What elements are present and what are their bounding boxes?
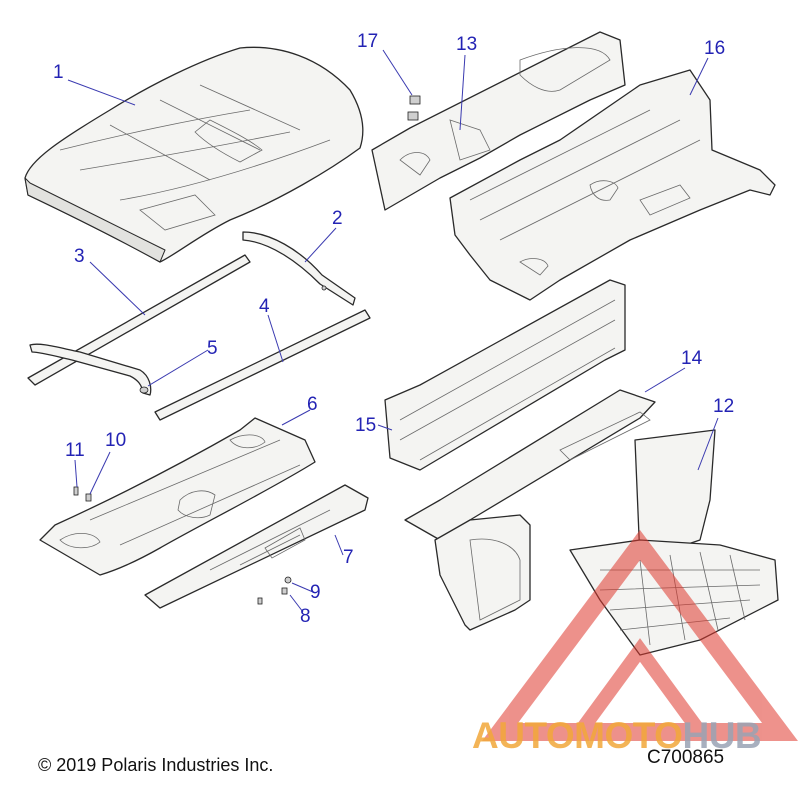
callout-17: 17	[357, 31, 378, 52]
callout-5: 5	[207, 338, 218, 359]
part-crossmember	[404, 389, 656, 631]
callout-numbers: 1 2 3 4 5 6 7 8 9 10 11 12 13 14 15 16 1…	[53, 31, 734, 627]
part-roof	[24, 46, 364, 263]
part-brackets	[407, 95, 421, 121]
callout-13: 13	[456, 34, 477, 55]
watermark-brand-part-b: HUB	[682, 715, 761, 756]
part-dash-panel	[371, 31, 626, 211]
callout-14: 14	[681, 348, 703, 369]
callout-16: 16	[704, 38, 725, 59]
part-floor-firewall	[449, 69, 776, 301]
leader-lines	[67, 49, 719, 613]
part-rear-trim	[144, 484, 369, 609]
part-rear-bulkhead	[384, 279, 626, 471]
part-roof-seal-left	[27, 254, 251, 396]
callout-3: 3	[74, 246, 85, 267]
callout-10: 10	[105, 430, 126, 451]
callout-9: 9	[310, 582, 321, 603]
callout-11: 11	[65, 440, 85, 461]
svg-text:AUTOMOTOHUB: AUTOMOTOHUB	[472, 715, 761, 756]
copyright-notice: © 2019 Polaris Industries Inc.	[38, 755, 274, 775]
callout-4: 4	[259, 296, 270, 317]
callout-1: 1	[53, 62, 64, 83]
watermark-logo-mark	[482, 529, 798, 741]
drawing-id: C700865	[647, 747, 725, 768]
callout-6: 6	[307, 394, 318, 415]
part-fasteners	[73, 486, 292, 605]
callout-2: 2	[332, 208, 343, 229]
part-clip	[139, 386, 149, 394]
watermark-brand-part-a: AUTOMOTO	[472, 715, 682, 756]
part-rear-floor	[569, 429, 779, 656]
part-front-seal	[154, 309, 371, 421]
callout-7: 7	[343, 547, 354, 568]
part-roof-seal-right	[242, 231, 356, 306]
callout-12: 12	[713, 396, 734, 417]
watermark-wordmark: AUTOMOTOHUB	[472, 715, 762, 756]
callout-8: 8	[300, 606, 311, 627]
callout-15: 15	[355, 415, 376, 436]
part-headliner	[39, 417, 316, 576]
